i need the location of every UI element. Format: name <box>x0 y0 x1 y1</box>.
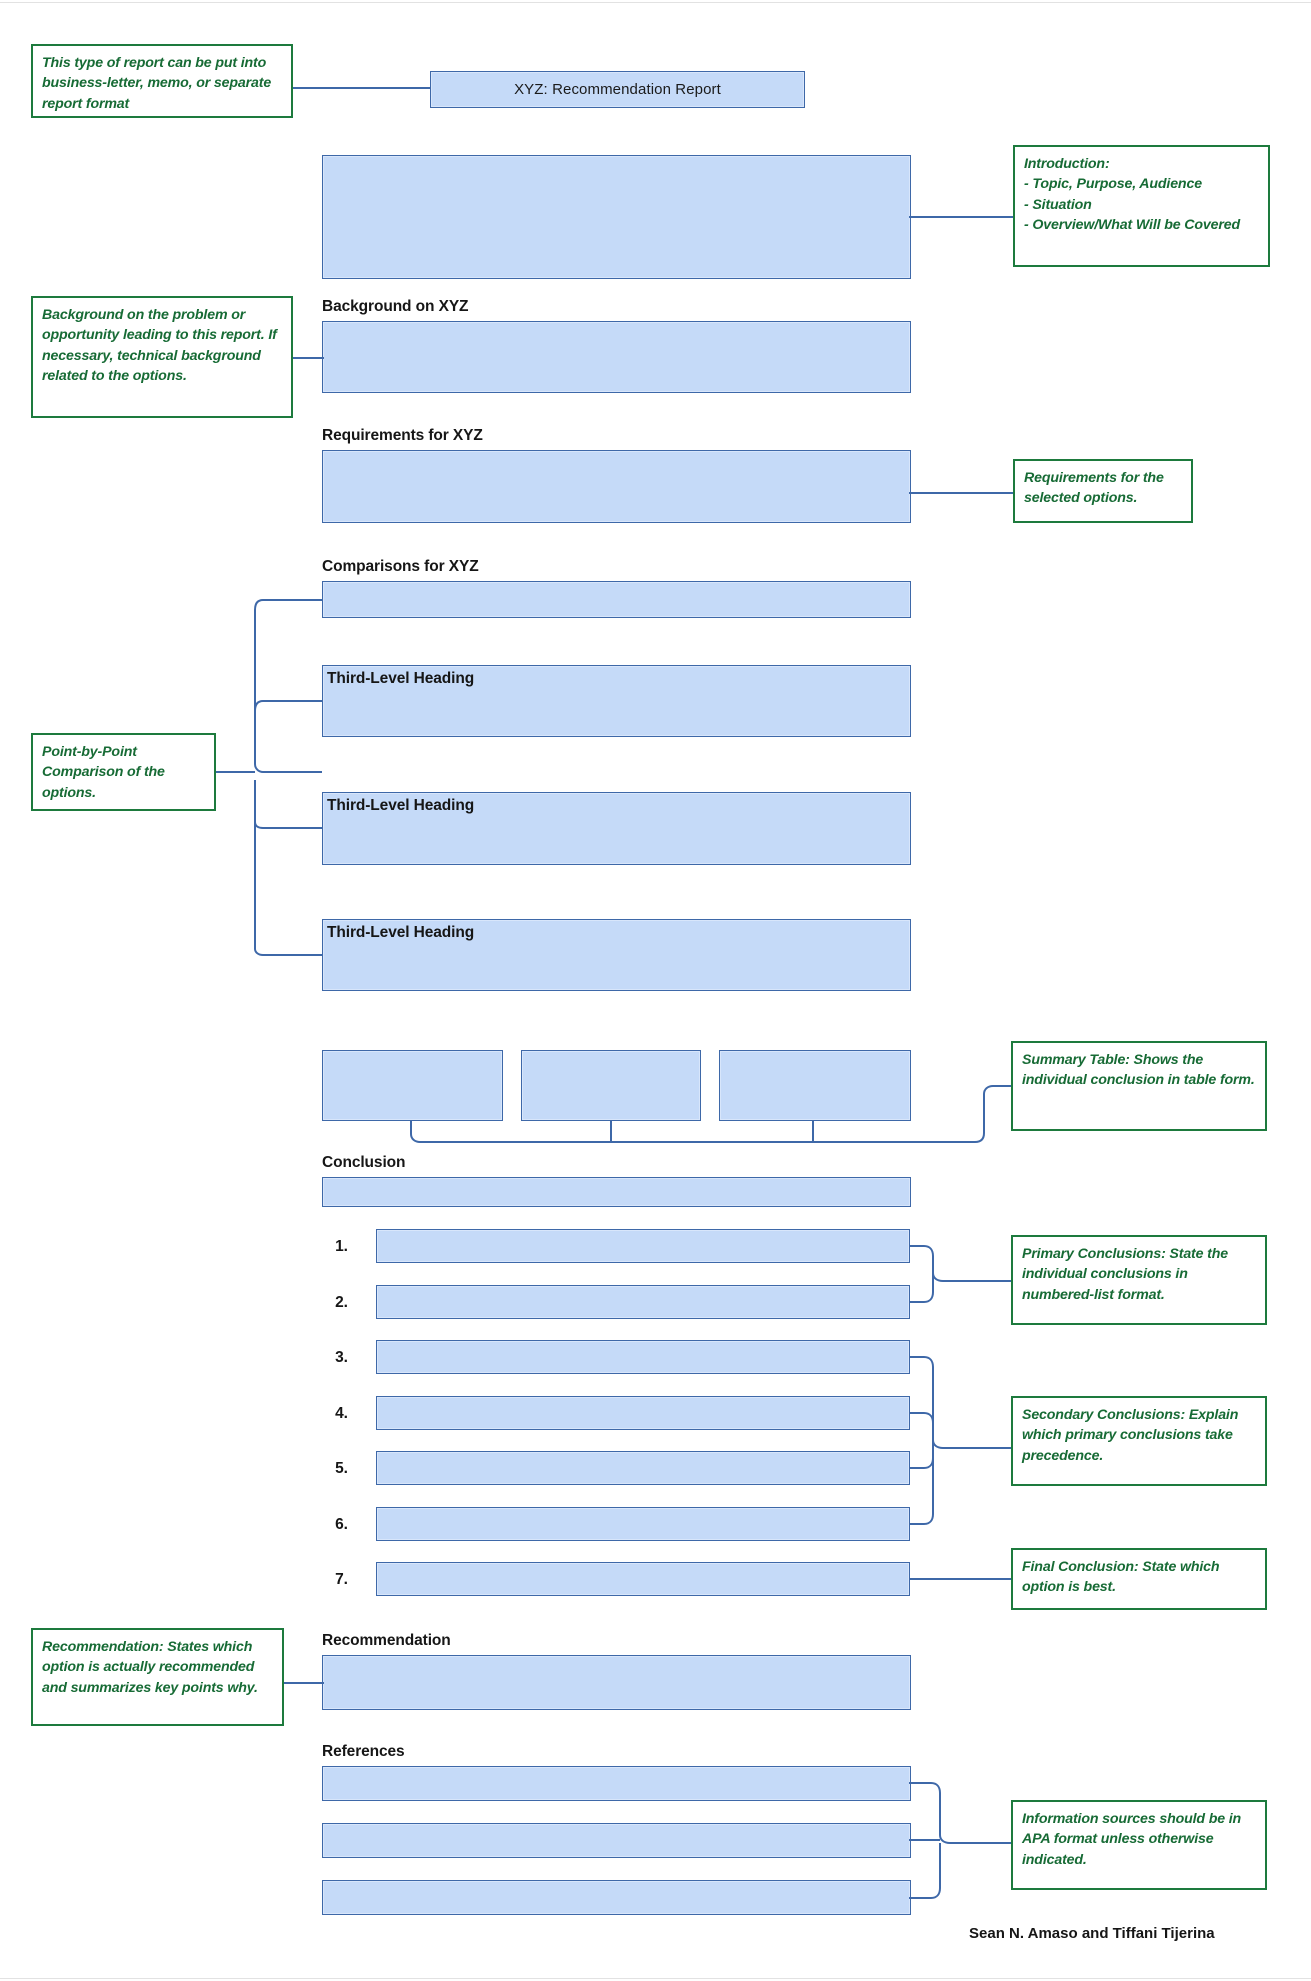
references-box-2 <box>322 1823 911 1858</box>
conclusion-row-box-4 <box>376 1396 910 1430</box>
note-references-text: Information sources should be in APA for… <box>1022 1811 1242 1868</box>
note-recommendation: Recommendation: States which option is a… <box>31 1628 284 1726</box>
note-references: Information sources should be in APA for… <box>1011 1800 1267 1890</box>
note-secondary-conclusions-text: Secondary Conclusions: Explain which pri… <box>1022 1407 1239 1464</box>
conclusion-row-box-7 <box>376 1562 910 1596</box>
note-primary-conclusions: Primary Conclusions: State the individua… <box>1011 1235 1267 1325</box>
introduction-box <box>322 155 911 279</box>
note-summary-table: Summary Table: Shows the individual conc… <box>1011 1041 1267 1131</box>
connector-recommendation-note <box>282 1682 324 1684</box>
note-comparison-text: Point-by-Point Comparison of the options… <box>42 744 165 801</box>
note-final-conclusion-text: Final Conclusion: State which option is … <box>1022 1559 1220 1596</box>
note-requirements: Requirements for the selected options. <box>1013 459 1193 523</box>
conclusion-row-box-1 <box>376 1229 910 1263</box>
conclusion-number-6: 6. <box>335 1516 348 1533</box>
recommendation-box <box>322 1655 911 1710</box>
requirements-box <box>322 450 911 523</box>
note-introduction-text: Introduction: - Topic, Purpose, Audience… <box>1024 156 1240 234</box>
note-report-format-text: This type of report can be put into busi… <box>42 55 272 112</box>
conclusion-number-4: 4. <box>335 1405 348 1422</box>
conclusion-number-2: 2. <box>335 1294 348 1311</box>
connector-final-conclusion <box>909 1578 1013 1580</box>
note-background-text: Background on the problem or opportunity… <box>42 307 277 385</box>
conclusion-row-box-3 <box>376 1340 910 1374</box>
connector-background-note <box>291 357 324 359</box>
heading-third-level-3: Third-Level Heading <box>327 924 475 941</box>
title-box: XYZ: Recommendation Report <box>430 71 805 108</box>
top-rule <box>0 2 1311 3</box>
conclusion-row-box-6 <box>376 1507 910 1541</box>
references-box-3 <box>322 1880 911 1915</box>
comparisons-box <box>322 581 911 618</box>
conclusion-row-box-2 <box>376 1285 910 1319</box>
heading-recommendation: Recommendation <box>322 1632 451 1649</box>
background-box <box>322 321 911 393</box>
conclusion-number-3: 3. <box>335 1349 348 1366</box>
heading-comparisons: Comparisons for XYZ <box>322 558 479 575</box>
bottom-rule <box>0 1978 1311 1979</box>
summary-table-cell-3 <box>719 1050 911 1121</box>
note-primary-conclusions-text: Primary Conclusions: State the individua… <box>1022 1246 1228 1303</box>
heading-third-level-1: Third-Level Heading <box>327 670 475 687</box>
heading-background: Background on XYZ <box>322 298 469 315</box>
connector-format-to-title <box>291 87 432 89</box>
conclusion-number-1: 1. <box>335 1238 348 1255</box>
third-level-box-2 <box>322 792 911 865</box>
note-report-format: This type of report can be put into busi… <box>31 44 293 118</box>
heading-conclusion: Conclusion <box>322 1154 406 1171</box>
connector-requirements-note <box>909 492 1015 494</box>
note-introduction: Introduction: - Topic, Purpose, Audience… <box>1013 145 1270 267</box>
title-box-label: XYZ: Recommendation Report <box>514 81 721 98</box>
note-recommendation-text: Recommendation: States which option is a… <box>42 1639 258 1696</box>
conclusion-number-5: 5. <box>335 1460 348 1477</box>
heading-third-level-2: Third-Level Heading <box>327 797 475 814</box>
summary-table-cell-2 <box>521 1050 701 1121</box>
note-background: Background on the problem or opportunity… <box>31 296 293 418</box>
note-comparison: Point-by-Point Comparison of the options… <box>31 733 216 811</box>
note-final-conclusion: Final Conclusion: State which option is … <box>1011 1548 1267 1610</box>
summary-table-cell-1 <box>322 1050 503 1121</box>
conclusion-box <box>322 1177 911 1207</box>
conclusion-number-7: 7. <box>335 1571 348 1588</box>
references-box-1 <box>322 1766 911 1801</box>
heading-requirements: Requirements for XYZ <box>322 427 483 444</box>
note-requirements-text: Requirements for the selected options. <box>1024 470 1164 507</box>
conclusion-row-box-5 <box>376 1451 910 1485</box>
third-level-box-3 <box>322 919 911 991</box>
note-secondary-conclusions: Secondary Conclusions: Explain which pri… <box>1011 1396 1267 1486</box>
connector-comparison-bracket <box>216 599 322 956</box>
note-summary-table-text: Summary Table: Shows the individual conc… <box>1022 1052 1255 1089</box>
author-credit: Sean N. Amaso and Tiffani Tijerina <box>969 1925 1215 1942</box>
third-level-box-1 <box>322 665 911 737</box>
heading-references: References <box>322 1743 405 1760</box>
connector-intro-to-note <box>909 216 1015 218</box>
